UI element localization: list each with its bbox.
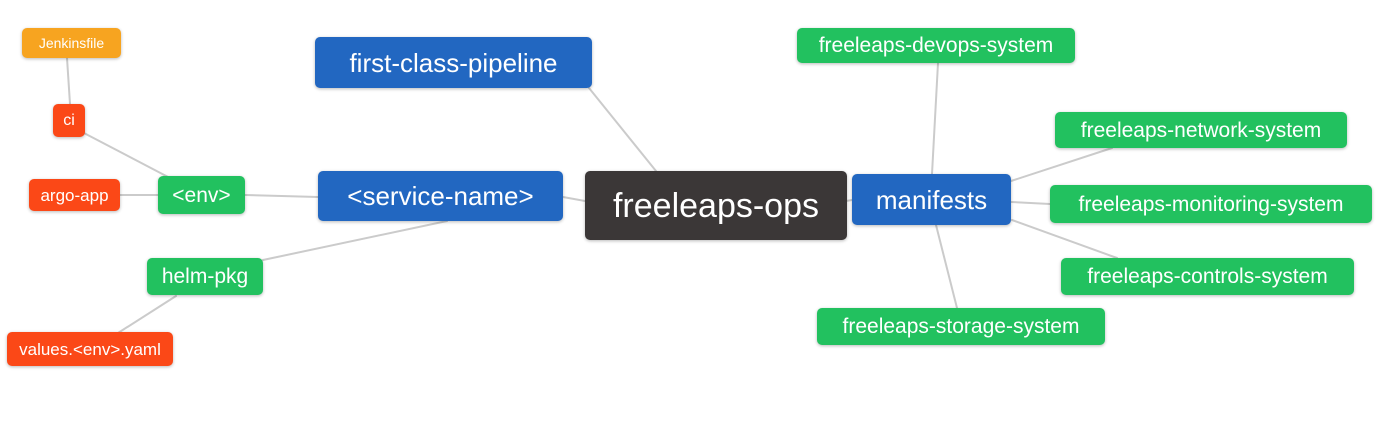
- edge-root-manifests: [845, 199, 853, 202]
- node-helm-pkg-label: helm-pkg: [161, 265, 249, 288]
- node-ci-label: ci: [63, 111, 75, 129]
- edge-manifests-monitoring: [1010, 201, 1051, 205]
- node-service-name[interactable]: <service-name>: [318, 171, 563, 221]
- node-freeleaps-storage-system[interactable]: freeleaps-storage-system: [817, 308, 1105, 345]
- edge-manifests-storage: [935, 224, 958, 309]
- node-freeleaps-controls-system[interactable]: freeleaps-controls-system: [1061, 258, 1354, 295]
- edge-ci-env: [81, 131, 171, 179]
- node-first-class-pipeline-label: first-class-pipeline: [349, 47, 558, 78]
- node-jenkinsfile[interactable]: Jenkinsfile: [22, 28, 121, 58]
- node-values-env-yaml[interactable]: values.<env>.yaml: [7, 332, 173, 366]
- edge-pipeline-root: [588, 87, 657, 172]
- node-argo-app[interactable]: argo-app: [29, 179, 120, 211]
- node-freeleaps-ops-label: freeleaps-ops: [612, 186, 819, 225]
- node-freeleaps-monitoring-system[interactable]: freeleaps-monitoring-system: [1050, 185, 1372, 223]
- edge-manifests-network: [1010, 147, 1113, 182]
- node-values-env-yaml-label: values.<env>.yaml: [19, 339, 161, 359]
- node-freeleaps-storage-system-label: freeleaps-storage-system: [842, 315, 1080, 338]
- node-argo-app-label: argo-app: [40, 185, 109, 205]
- node-freeleaps-monitoring-system-label: freeleaps-monitoring-system: [1078, 192, 1344, 216]
- node-freeleaps-devops-system[interactable]: freeleaps-devops-system: [797, 28, 1075, 63]
- node-freeleaps-devops-system-label: freeleaps-devops-system: [818, 34, 1054, 57]
- node-jenkinsfile-label: Jenkinsfile: [38, 35, 105, 51]
- node-freeleaps-controls-system-label: freeleaps-controls-system: [1087, 265, 1328, 288]
- edge-helm-pkg-service-name: [262, 220, 448, 261]
- node-manifests-label: manifests: [875, 184, 988, 215]
- node-first-class-pipeline[interactable]: first-class-pipeline: [315, 37, 592, 88]
- node-env[interactable]: <env>: [158, 176, 245, 214]
- edge-manifests-devops: [931, 62, 939, 175]
- node-manifests[interactable]: manifests: [852, 174, 1011, 225]
- node-freeleaps-network-system-label: freeleaps-network-system: [1080, 118, 1322, 142]
- node-service-name-label: <service-name>: [347, 181, 534, 211]
- edge-jenkinsfile-ci: [66, 57, 71, 105]
- edge-service-name-root: [562, 196, 586, 202]
- node-freeleaps-ops-root[interactable]: freeleaps-ops: [585, 171, 847, 240]
- node-env-label: <env>: [172, 183, 231, 207]
- edge-env-service-name: [244, 194, 319, 198]
- node-ci[interactable]: ci: [53, 104, 85, 137]
- node-helm-pkg[interactable]: helm-pkg: [147, 258, 263, 295]
- edge-manifests-controls: [1011, 219, 1118, 259]
- edge-values-helm-pkg: [117, 295, 177, 334]
- node-freeleaps-network-system[interactable]: freeleaps-network-system: [1055, 112, 1347, 148]
